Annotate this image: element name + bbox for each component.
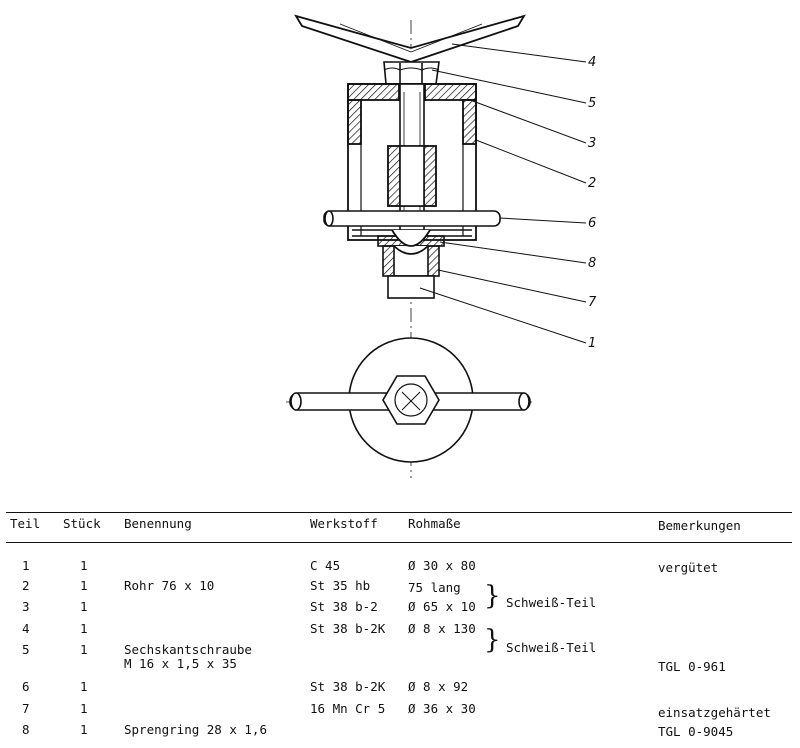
cell-werkstoff: 16 Mn Cr 5 bbox=[310, 701, 386, 716]
callout-1: 1 bbox=[588, 336, 596, 351]
header-stueck: Stück bbox=[63, 516, 101, 531]
cross-pin-part-6 bbox=[323, 210, 501, 227]
callout-6: 6 bbox=[588, 216, 596, 231]
callout-2: 2 bbox=[588, 176, 596, 191]
bolt-shank bbox=[387, 83, 437, 231]
cell-werkstoff: C 45 bbox=[310, 558, 341, 573]
cell-bemerkungen: vergütet bbox=[658, 560, 719, 575]
cell-stueck: 1 bbox=[80, 599, 88, 614]
cell-rohmasse: Ø 8 x 130 bbox=[408, 621, 476, 636]
table-header-rule bbox=[6, 542, 792, 543]
group-brace-1: } bbox=[484, 581, 501, 611]
cell-werkstoff: St 38 b-2K bbox=[310, 679, 386, 694]
cell-stueck: 1 bbox=[80, 722, 88, 737]
callout-leaders bbox=[419, 43, 587, 344]
cell-stueck: 1 bbox=[80, 642, 88, 657]
cell-bemerkungen: TGL 0-9045 bbox=[658, 724, 734, 739]
cell-teil: 3 bbox=[22, 599, 30, 614]
cell-benennung: Rohr 76 x 10 bbox=[124, 578, 215, 593]
group-note-weld-1: Schweiß-Teil bbox=[506, 595, 597, 610]
callout-4: 4 bbox=[588, 55, 596, 70]
cell-teil: 8 bbox=[22, 722, 30, 737]
cell-teil: 5 bbox=[22, 642, 30, 657]
callout-8: 8 bbox=[588, 256, 596, 271]
cell-werkstoff: St 38 b-2K bbox=[310, 621, 386, 636]
cell-rohmasse: 75 lang bbox=[408, 580, 461, 595]
header-teil: Teil bbox=[10, 516, 41, 531]
group-brace-2: } bbox=[484, 625, 501, 655]
cell-rohmasse: Ø 36 x 30 bbox=[408, 701, 476, 716]
cell-stueck: 1 bbox=[80, 578, 88, 593]
cell-benennung: Sechskantschraube bbox=[124, 642, 252, 657]
cell-benennung-2: M 16 x 1,5 x 35 bbox=[124, 656, 237, 671]
cell-rohmasse: Ø 8 x 92 bbox=[408, 679, 469, 694]
cell-stueck: 1 bbox=[80, 621, 88, 636]
callout-5: 5 bbox=[588, 96, 596, 111]
technical-drawing: 4 5 3 2 6 8 7 1 bbox=[286, 14, 597, 478]
cell-teil: 6 bbox=[22, 679, 30, 694]
cell-werkstoff: St 38 b-2 bbox=[310, 599, 378, 614]
cell-stueck: 1 bbox=[80, 558, 88, 573]
handle-rod-part-4 bbox=[294, 14, 526, 63]
bushing-part-7 bbox=[377, 229, 445, 299]
group-note-weld-2: Schweiß-Teil bbox=[506, 640, 597, 655]
callout-7: 7 bbox=[588, 295, 597, 310]
hex-bolt-head-part-5 bbox=[383, 61, 440, 85]
header-bemerkungen: Bemerkungen bbox=[658, 518, 741, 533]
cell-stueck: 1 bbox=[80, 679, 88, 694]
cell-stueck: 1 bbox=[80, 701, 88, 716]
callout-3: 3 bbox=[588, 136, 596, 151]
header-benennung: Benennung bbox=[124, 516, 192, 531]
cell-bemerkungen: einsatzgehärtet bbox=[658, 705, 771, 720]
cell-teil: 2 bbox=[22, 578, 30, 593]
cell-werkstoff: St 35 hb bbox=[310, 578, 371, 593]
cell-teil: 4 bbox=[22, 621, 30, 636]
header-rohmasse: Rohmaße bbox=[408, 516, 461, 531]
table-top-rule bbox=[6, 512, 792, 513]
cell-benennung: Sprengring 28 x 1,6 bbox=[124, 722, 267, 737]
header-werkstoff: Werkstoff bbox=[310, 516, 378, 531]
cell-rohmasse: Ø 65 x 10 bbox=[408, 599, 476, 614]
plan-view bbox=[286, 337, 532, 463]
cell-teil: 1 bbox=[22, 558, 30, 573]
cell-rohmasse: Ø 30 x 80 bbox=[408, 558, 476, 573]
cell-teil: 7 bbox=[22, 701, 30, 716]
cell-bemerkungen: TGL 0-961 bbox=[658, 659, 726, 674]
